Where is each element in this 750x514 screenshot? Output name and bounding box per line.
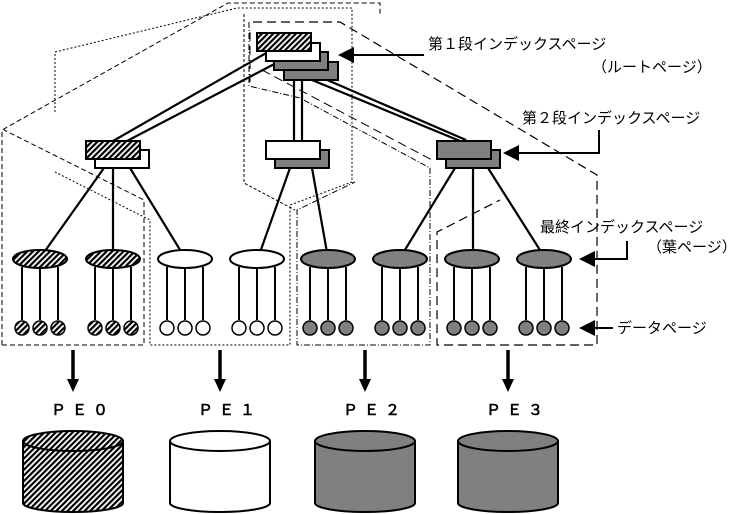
tree-edge (112, 51, 269, 142)
data-page (123, 320, 139, 336)
data-page (177, 320, 193, 336)
leaf-index-node (157, 249, 213, 269)
disk-body (314, 441, 416, 513)
pe-arrow-icon (359, 379, 371, 392)
second-label-arrow (503, 130, 600, 161)
tree-edge (311, 78, 461, 143)
disk-top (457, 430, 559, 452)
root-page-pe0 (256, 32, 312, 52)
pe-label: ＰＥ２ (343, 401, 406, 419)
disk-body (457, 441, 559, 513)
pe-label: ＰＥ３ (486, 401, 549, 419)
leaf-label-arrow (579, 241, 628, 267)
leaf-page (157, 249, 213, 336)
tree-edge (310, 167, 330, 259)
disk-top (169, 430, 271, 452)
disk-top (314, 430, 416, 452)
l2-right-pe2 (436, 140, 492, 160)
leaf-index-node (444, 249, 500, 269)
tree-edges (39, 51, 546, 259)
root-index-page (256, 32, 339, 81)
data-page (231, 320, 247, 336)
second-index-label: 第２段インデックスページ (522, 109, 700, 127)
data-page (14, 320, 30, 336)
data-page (482, 320, 498, 336)
disk-body (169, 441, 271, 513)
root-index-label: 第１段インデックスページ (428, 35, 606, 53)
tree-edge (256, 167, 292, 259)
data-page (554, 320, 570, 336)
data-page (249, 320, 265, 336)
data-page (302, 320, 318, 336)
data-page (338, 320, 354, 336)
tree-edge (317, 74, 467, 142)
data-page (410, 320, 426, 336)
tree-edge (39, 167, 105, 259)
pe-arrow-icon (502, 379, 514, 392)
data-page-label: データページ (617, 319, 707, 337)
leaf-pages (12, 249, 572, 336)
processing-elements: ＰＥ０ ＰＥ１ ＰＥ２ ＰＥ３ (22, 350, 559, 513)
data-page (195, 320, 211, 336)
data-page (464, 320, 480, 336)
leaf-page (516, 249, 572, 336)
leaf-index-node (372, 249, 428, 269)
pe-arrow-icon (67, 379, 79, 392)
data-page (392, 320, 408, 336)
leaf-index-node (12, 249, 68, 269)
leaf-index-node (85, 249, 141, 269)
pe0-region (1, 2, 381, 345)
disk-body (22, 441, 124, 513)
l2-mid-pe1 (265, 140, 321, 160)
data-page (159, 320, 175, 336)
pe3-region (253, 21, 598, 346)
l2-left-pe0 (85, 140, 141, 160)
pe-1: ＰＥ１ (169, 350, 271, 513)
pe3-region-inner (249, 32, 433, 161)
pe-0: ＰＥ０ (22, 350, 124, 513)
leaf-index-label: 最終インデックスページ (540, 218, 703, 236)
pe2-region (248, 22, 431, 346)
leaf-index-node (516, 249, 572, 269)
annotation-arrows (338, 47, 628, 336)
pe-arrow-icon (214, 379, 226, 392)
tree-edge (487, 167, 546, 259)
leaf-index-node (229, 249, 285, 269)
pe-label: ＰＥ０ (51, 401, 114, 419)
leaf-page (12, 249, 68, 336)
annotation-labels: 第１段インデックスページ （ルートページ） 第２段インデックスページ 最終インデ… (428, 35, 737, 337)
leaf-index-node (300, 249, 356, 269)
pe-label: ＰＥ１ (198, 401, 261, 419)
leaf-page (229, 249, 285, 336)
data-page (50, 320, 66, 336)
data-page (536, 320, 552, 336)
data-page (87, 320, 103, 336)
leaf-index-sublabel: （葉ページ） (647, 238, 737, 256)
tree-edge (124, 59, 283, 143)
disk-top (22, 430, 124, 452)
leaf-page (85, 249, 141, 336)
pe-2: ＰＥ２ (314, 350, 416, 513)
leaf-page (300, 249, 356, 336)
data-page (32, 320, 48, 336)
data-page (518, 320, 534, 336)
data-page (105, 320, 121, 336)
data-page (374, 320, 390, 336)
leaf-page (444, 249, 500, 336)
second-level-index-pages (85, 140, 501, 169)
tree-edge (129, 167, 186, 259)
tree-edge (399, 167, 456, 259)
pe-3: ＰＥ３ (457, 350, 559, 513)
leaf-page (372, 249, 428, 336)
data-page (320, 320, 336, 336)
data-page (267, 320, 283, 336)
root-index-sublabel: （ルートページ） (592, 58, 712, 76)
data-page (446, 320, 462, 336)
pe1-region (54, 7, 353, 346)
